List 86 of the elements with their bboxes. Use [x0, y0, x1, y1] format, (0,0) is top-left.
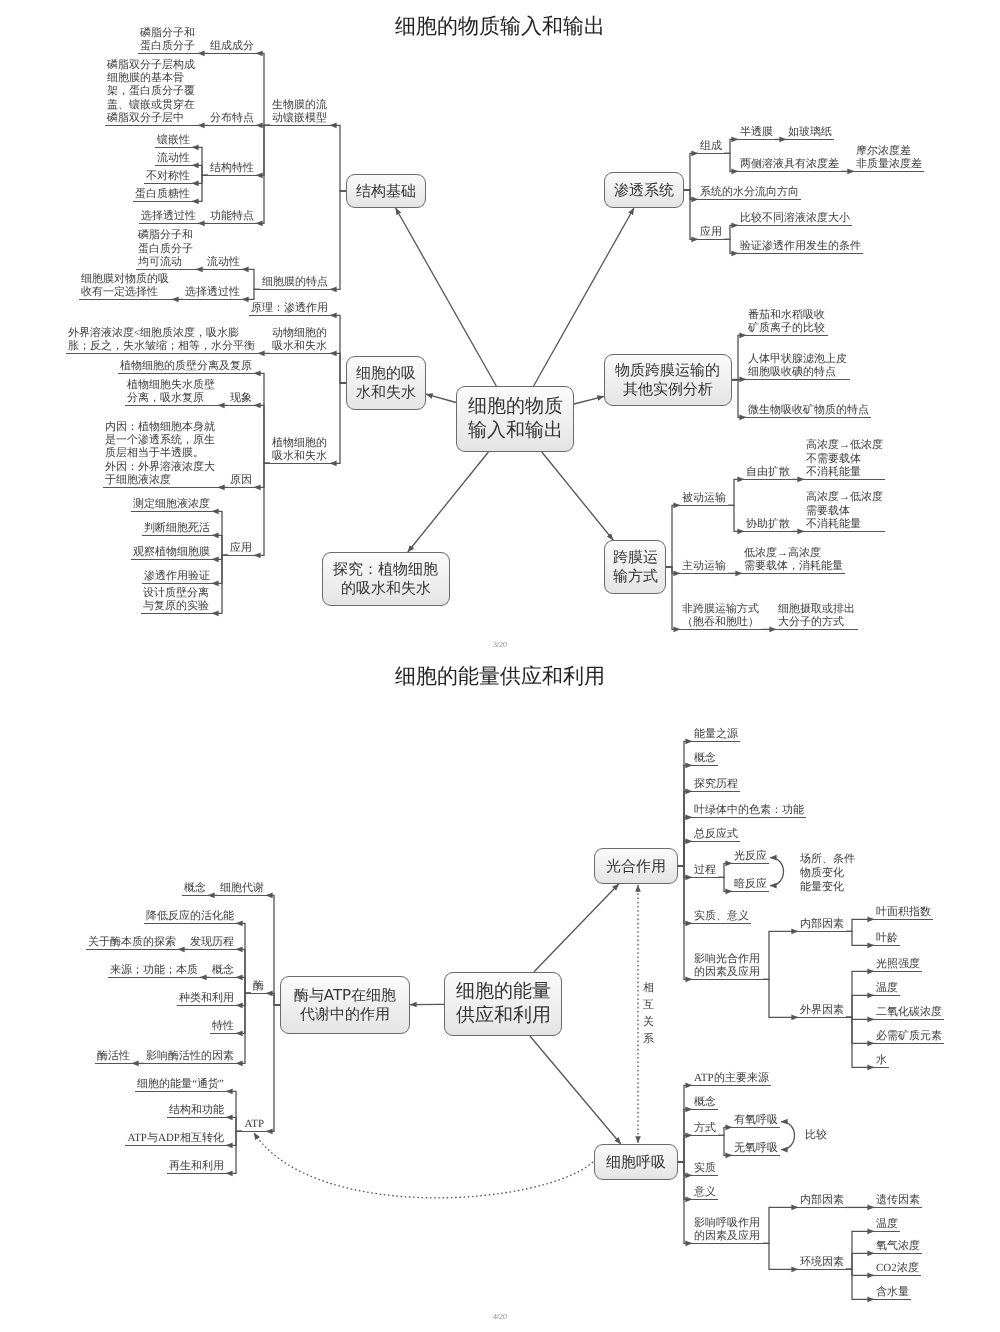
connector-arrow — [217, 484, 229, 491]
connector-arrow — [845, 1268, 875, 1303]
connector-arrow — [211, 532, 229, 557]
central-topic-box: 细胞的能量供应和利用 — [444, 972, 562, 1036]
connector-arrow — [840, 168, 855, 175]
connector-arrow — [265, 1004, 281, 1135]
connector-arrow — [409, 1001, 445, 1008]
connector-arrow — [845, 992, 875, 1019]
connector-arrow — [762, 1242, 799, 1273]
connector-arrow — [241, 266, 261, 291]
connector-arrow — [677, 838, 693, 867]
connector-arrow — [723, 238, 739, 257]
connector-arrow — [225, 1130, 243, 1177]
connector-arrow — [532, 207, 635, 387]
connector-arrow — [197, 50, 209, 57]
curved-arrow — [769, 855, 785, 888]
connector-arrow — [717, 1124, 733, 1137]
connector-arrow — [683, 189, 699, 243]
connector-arrow — [727, 570, 743, 577]
connector-arrow — [241, 288, 261, 303]
connector-arrow — [717, 876, 733, 895]
connector-arrow — [573, 395, 605, 405]
connector-arrow — [677, 1132, 693, 1163]
central-topic-box: 细胞的物质输入和输出 — [456, 386, 574, 452]
connector-arrow — [329, 122, 347, 192]
connector-arrow — [723, 152, 739, 175]
connector-arrow — [235, 974, 252, 995]
curved-arrow — [780, 1119, 796, 1152]
connector-arrow — [199, 974, 211, 981]
connector-arrow — [731, 379, 747, 421]
connector-arrow — [329, 382, 347, 467]
connector-arrow — [197, 220, 209, 227]
connector-arrow — [541, 451, 614, 541]
connector-arrow — [774, 136, 787, 143]
connector-arrow — [329, 350, 347, 384]
connector-arrow — [677, 1161, 693, 1247]
connector-arrow — [845, 1250, 875, 1271]
connector-arrow — [197, 122, 209, 129]
connector-arrow — [845, 930, 875, 949]
connector-arrow — [791, 528, 805, 535]
connector-arrow — [329, 190, 347, 293]
connector-arrow — [195, 266, 206, 273]
connector-arrow — [723, 136, 739, 155]
connector-arrow — [191, 162, 209, 177]
page-title: 细胞的能量供应和利用 — [395, 662, 605, 690]
connector-arrow — [845, 1204, 875, 1211]
connector-arrow — [207, 892, 219, 899]
connector-arrow — [727, 476, 745, 507]
connector-arrow — [665, 502, 681, 568]
dotted-arrow — [635, 884, 641, 1144]
connector-arrow — [171, 296, 184, 303]
connector-arrow — [235, 992, 252, 1067]
connector-arrow — [529, 1035, 622, 1145]
connector-arrow — [677, 865, 693, 983]
connector-arrow — [211, 554, 229, 617]
connector-arrow — [253, 402, 271, 465]
connector-arrow — [257, 350, 271, 357]
connector-arrow — [225, 1114, 243, 1133]
connector-arrow — [845, 916, 875, 933]
connector-arrow — [727, 504, 745, 535]
connector-arrow — [407, 451, 490, 553]
connector-arrow — [177, 946, 189, 953]
connector-arrow — [394, 207, 497, 387]
connector-arrow — [665, 566, 681, 633]
connector-arrow — [762, 928, 799, 981]
dotted-arrow — [253, 1132, 594, 1199]
connector-arrow — [253, 462, 271, 559]
connector-arrow — [425, 393, 457, 404]
connector-arrow — [255, 50, 271, 127]
connector-arrow — [533, 883, 620, 973]
connector-arrow — [265, 990, 281, 1006]
connector-arrow — [723, 222, 739, 241]
connector-arrow — [761, 626, 777, 633]
connector-arrow — [762, 1204, 799, 1245]
connector-arrow — [762, 978, 799, 1021]
connector-arrow — [717, 1134, 733, 1159]
connector-arrow — [255, 124, 271, 227]
connector-arrow — [845, 1016, 875, 1071]
connector-arrow — [217, 402, 229, 409]
connector-arrow — [131, 1060, 145, 1067]
connector-arrow — [191, 174, 209, 205]
page-title: 细胞的物质输入和输出 — [395, 12, 605, 40]
connector-arrow — [683, 150, 699, 191]
connector-arrow — [717, 860, 733, 879]
connector-arrow — [731, 332, 747, 381]
connector-arrow — [791, 476, 805, 483]
